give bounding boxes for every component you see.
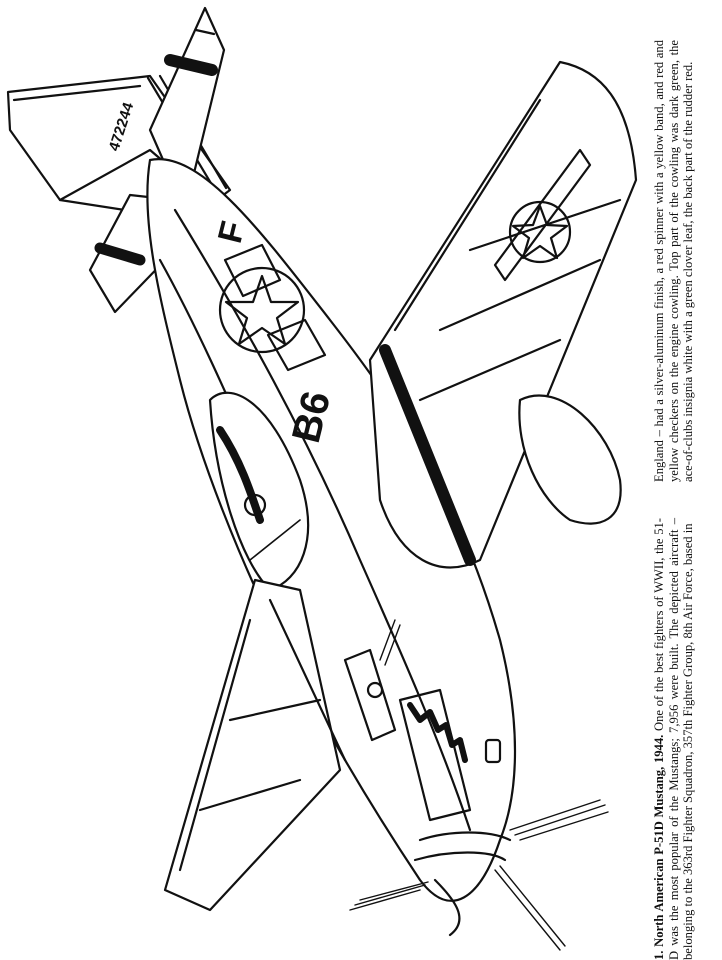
caption-number: 1. xyxy=(652,950,666,960)
cowling xyxy=(343,648,512,937)
propeller-blur xyxy=(349,619,609,951)
caption-body-2: England – had a silver-aluminum finish, … xyxy=(652,40,696,482)
caption-title: North American P-51D Mustang, 1944. xyxy=(652,734,666,947)
caption-column-2: England – had a silver-aluminum finish, … xyxy=(652,40,718,482)
left-wing xyxy=(163,578,347,912)
right-wing xyxy=(368,60,638,569)
fuselage-insignia xyxy=(218,243,327,372)
drop-tank xyxy=(518,394,622,525)
canopy xyxy=(208,391,310,592)
aircraft-drawing: 472244 B6 F xyxy=(6,6,638,951)
caption-column-1: 1. North American P-51D Mustang, 1944. O… xyxy=(652,518,718,960)
caption: 1. North American P-51D Mustang, 1944. O… xyxy=(652,40,718,960)
